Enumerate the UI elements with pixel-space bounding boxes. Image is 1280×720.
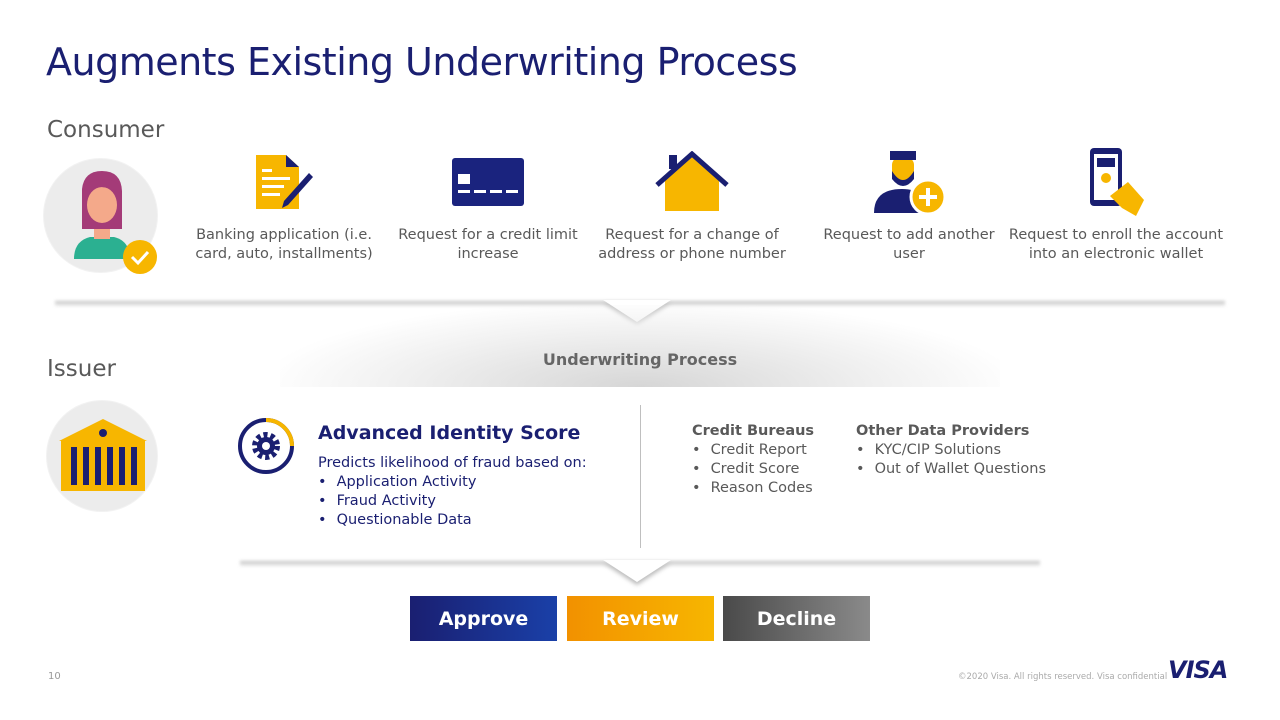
step-credit-limit: Request for a credit limit increase <box>388 150 588 264</box>
issuer-heading: Issuer <box>47 356 116 382</box>
house-icon <box>655 151 729 211</box>
consumer-avatar <box>43 158 158 274</box>
step-address-change: Request for a change of address or phone… <box>592 150 792 264</box>
step-label: Request to add another user <box>823 227 995 262</box>
step-banking-application: Banking application (i.e. card, auto, in… <box>184 150 384 264</box>
ais-subtitle: Predicts likelihood of fraud based on: <box>318 455 587 471</box>
other-providers-item: KYC/CIP Solutions <box>856 441 1046 460</box>
credit-card-icon <box>452 158 524 206</box>
credit-bureaus-item: Credit Score <box>692 460 814 479</box>
ais-body: Predicts likelihood of fraud based on: A… <box>318 454 587 530</box>
step-label: Request to enroll the account into an el… <box>1008 227 1224 262</box>
mobile-wallet-icon <box>1090 148 1144 216</box>
step-label: Banking application (i.e. card, auto, in… <box>195 227 373 262</box>
page-number: 10 <box>48 671 61 682</box>
step-add-user: Request to add another user <box>809 150 1009 264</box>
credit-bureaus-item: Credit Report <box>692 441 814 460</box>
credit-bureaus: Credit Bureaus Credit Report Credit Scor… <box>692 422 814 498</box>
review-outcome: Review <box>567 596 714 641</box>
credit-bureaus-item: Reason Codes <box>692 479 814 498</box>
other-providers-title: Other Data Providers <box>856 423 1030 439</box>
bank-icon <box>59 419 147 491</box>
other-providers-item: Out of Wallet Questions <box>856 460 1046 479</box>
approve-outcome: Approve <box>410 596 557 641</box>
ais-item: Application Activity <box>318 473 587 492</box>
other-providers: Other Data Providers KYC/CIP Solutions O… <box>856 422 1046 479</box>
document-pen-icon <box>256 155 313 209</box>
underwriting-process-label: Underwriting Process <box>542 350 738 369</box>
page-title: Augments Existing Underwriting Process <box>46 40 798 84</box>
visa-logo: VISA <box>1168 656 1228 684</box>
step-enroll-wallet: Request to enroll the account into an el… <box>998 148 1234 264</box>
copyright: ©2020 Visa. All rights reserved. Visa co… <box>958 672 1168 682</box>
consumer-avatar-icon <box>74 171 157 274</box>
consumer-heading: Consumer <box>47 117 165 143</box>
underwriting-band <box>280 305 1000 387</box>
ais-item: Questionable Data <box>318 511 587 530</box>
issuer-avatar <box>46 400 158 512</box>
step-label: Request for a change of address or phone… <box>598 227 786 262</box>
decline-outcome: Decline <box>723 596 870 641</box>
issuer-arrow <box>603 560 671 582</box>
gear-score-icon <box>238 418 294 474</box>
vertical-divider <box>640 405 641 548</box>
step-label: Request for a credit limit increase <box>398 227 578 262</box>
credit-bureaus-title: Credit Bureaus <box>692 423 815 439</box>
add-user-icon <box>874 151 947 215</box>
ais-title: Advanced Identity Score <box>318 422 581 444</box>
ais-item: Fraud Activity <box>318 492 587 511</box>
